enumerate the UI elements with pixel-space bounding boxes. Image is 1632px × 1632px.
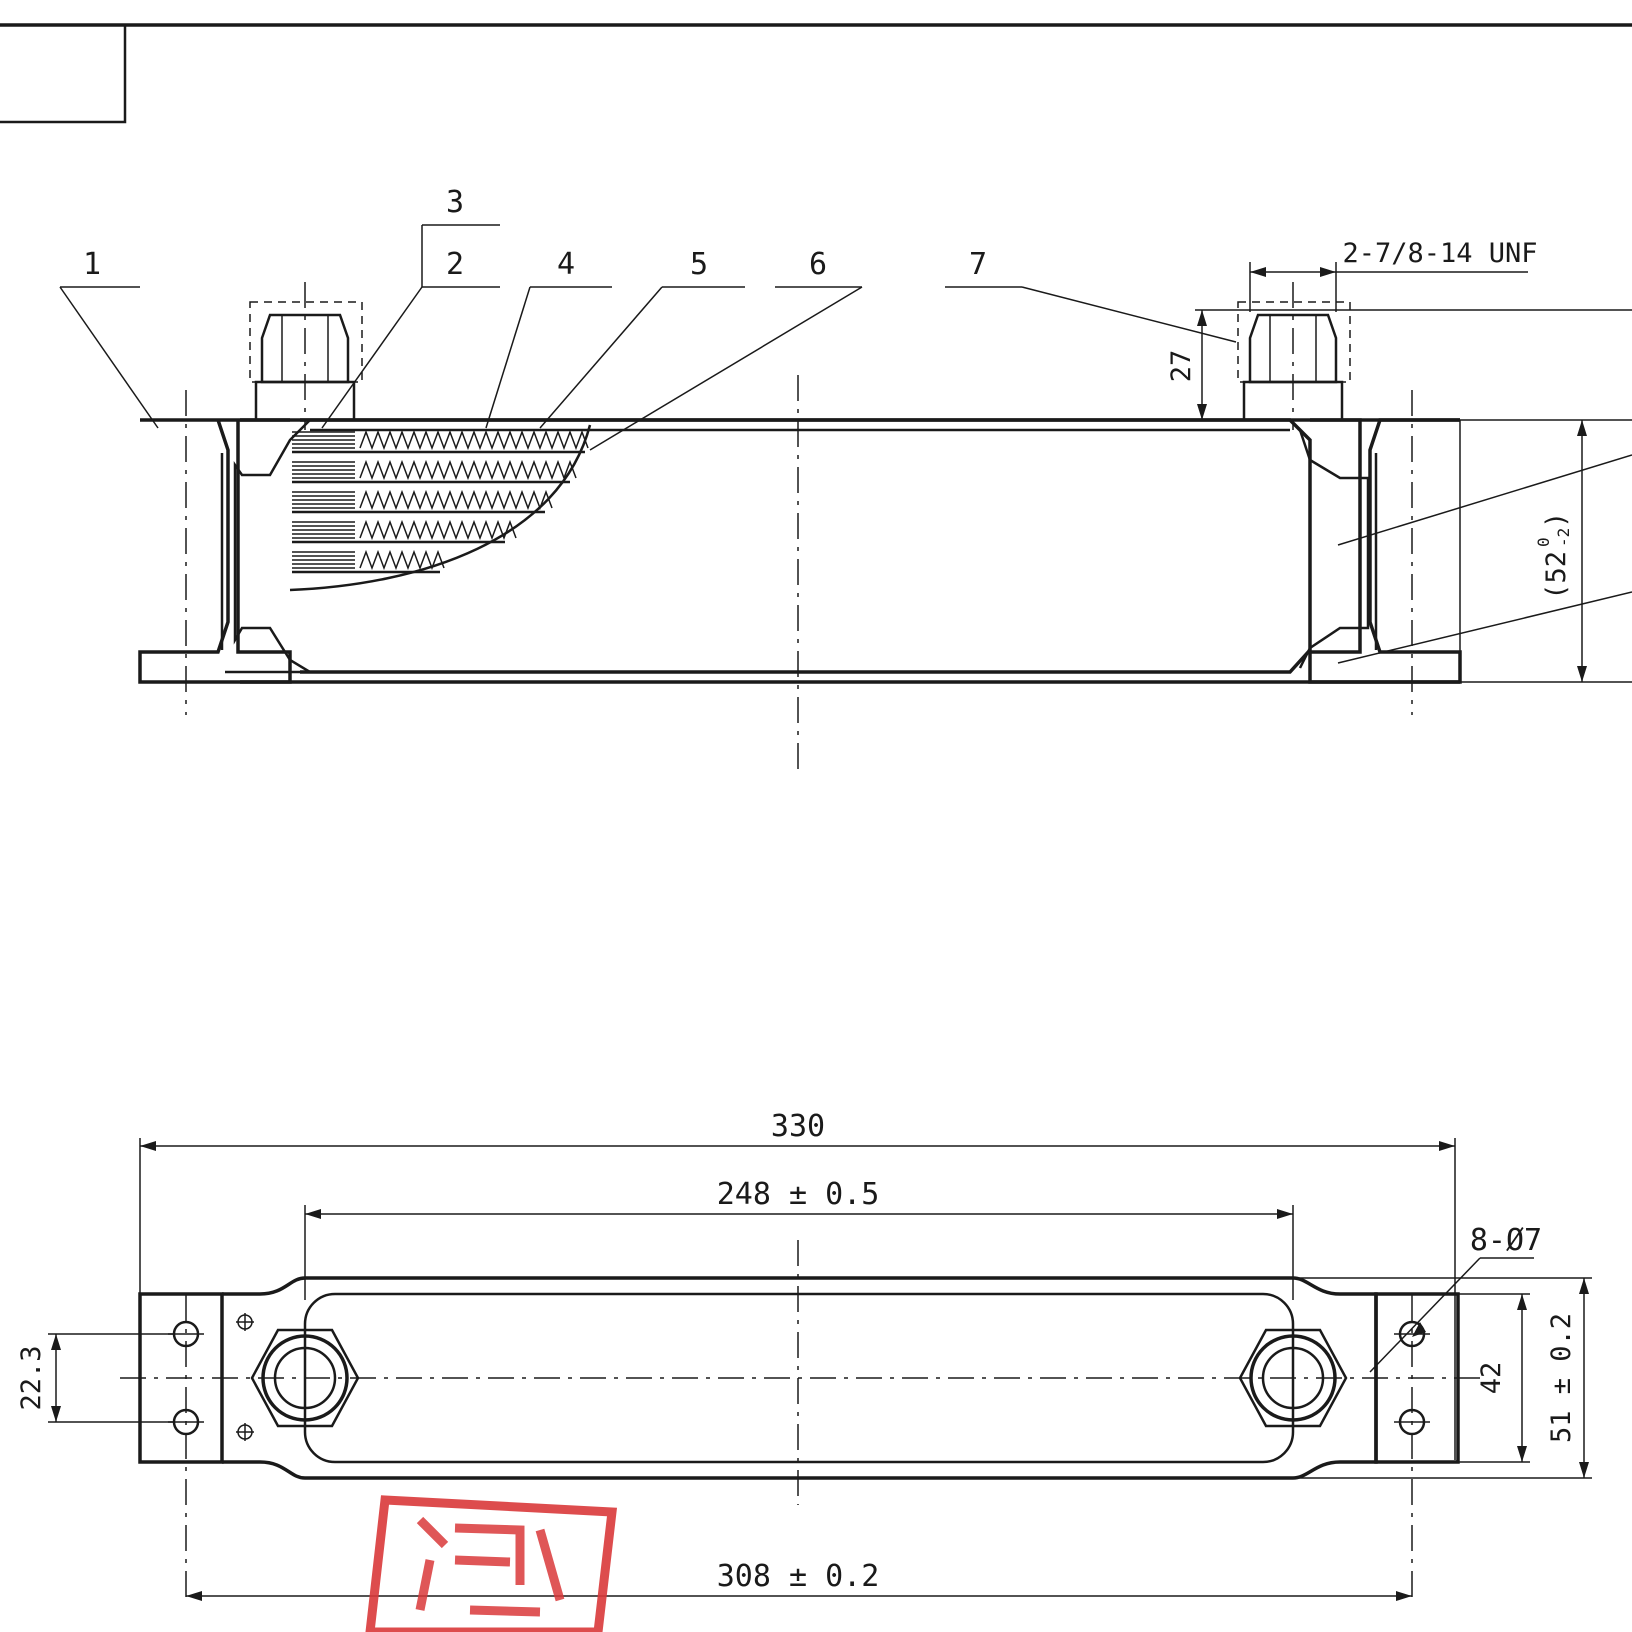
fin-row xyxy=(359,549,445,571)
hole-pitch-dimension: 22.3 xyxy=(16,1333,175,1423)
balloon-7: 7 xyxy=(969,247,987,282)
fin-row xyxy=(359,459,577,481)
fin-row xyxy=(359,489,553,511)
overall-width-dimension: 51 ± 0.2 xyxy=(1546,1278,1589,1478)
hole-callout: 8-Ø7 xyxy=(1369,1223,1542,1373)
port-spacing-label: 248 ± 0.5 xyxy=(717,1177,880,1212)
balloon-leaders xyxy=(59,224,1632,664)
right-flange xyxy=(1308,418,1462,684)
body-height-dimension: (52 0 -2 ) xyxy=(1460,419,1632,683)
fitting-height-dimension: 27 xyxy=(1166,309,1632,420)
fin-row xyxy=(359,519,517,541)
hole-spacing-label: 308 ± 0.2 xyxy=(717,1559,880,1594)
fin-row xyxy=(359,429,589,451)
balloon-5: 5 xyxy=(690,247,708,282)
left-port xyxy=(250,1328,360,1428)
right-port xyxy=(1238,1328,1348,1428)
cooler-body xyxy=(300,418,1312,674)
drawing-frame xyxy=(0,23,1632,124)
hole-spacing-dimension: 308 ± 0.2 xyxy=(186,1559,1412,1601)
overall-length-label: 330 xyxy=(771,1109,825,1144)
hole-pitch-label: 22.3 xyxy=(16,1345,47,1410)
port-spacing-dimension: 248 ± 0.5 xyxy=(304,1177,1294,1300)
body-height-label: (52 xyxy=(1541,551,1572,600)
balloon-1: 1 xyxy=(83,247,101,282)
core-width-dimension: 42 xyxy=(1476,1294,1527,1462)
balloon-4: 4 xyxy=(557,247,575,282)
body-height-tol-lower: -2 xyxy=(1554,528,1573,547)
balloon-2: 2 xyxy=(446,247,464,282)
fitting-height-label: 27 xyxy=(1166,350,1197,383)
balloon-6: 6 xyxy=(809,247,827,282)
side-view: 1 2 3 4 5 6 7 2-7/8-14 UNF 27 xyxy=(59,185,1632,775)
left-flange xyxy=(138,418,292,684)
left-fitting xyxy=(249,282,363,430)
right-fitting xyxy=(1237,282,1351,430)
thread-spec-label: 2-7/8-14 UNF xyxy=(1342,238,1537,269)
hole-callout-label: 8-Ø7 xyxy=(1470,1223,1542,1258)
thread-spec-dimension: 2-7/8-14 UNF xyxy=(1249,238,1538,312)
right-end-tank xyxy=(1298,429,1370,669)
fin-cutaway xyxy=(289,424,592,592)
body-height-tol-upper: 0 xyxy=(1534,537,1553,547)
inspection-stamp xyxy=(365,1495,618,1632)
overall-width-label: 51 ± 0.2 xyxy=(1546,1313,1577,1443)
core-width-label: 42 xyxy=(1476,1362,1507,1395)
body-height-close: ) xyxy=(1541,512,1572,528)
plan-view: 330 248 ± 0.5 xyxy=(16,1109,1592,1605)
balloon-3: 3 xyxy=(446,185,464,220)
